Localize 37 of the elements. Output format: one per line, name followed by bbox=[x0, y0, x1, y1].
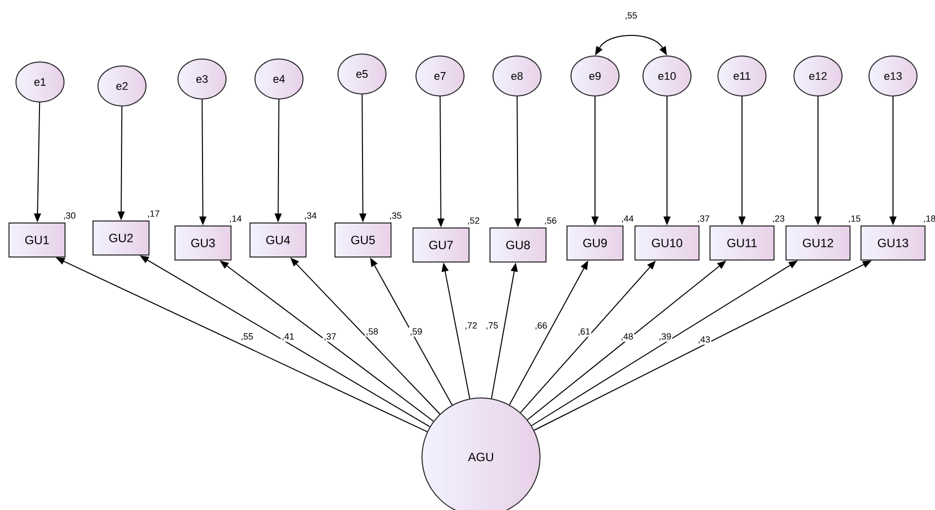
edge-label: ,43 bbox=[696, 335, 712, 345]
edge-label: ,61 bbox=[576, 327, 592, 337]
squared-correlation: ,34 bbox=[305, 212, 316, 220]
variable-box: GU12 bbox=[786, 226, 850, 260]
variable-box: GU13 bbox=[860, 226, 926, 260]
variable-box: GU4 bbox=[250, 222, 306, 258]
variable-box: GU10 bbox=[634, 226, 700, 260]
edge-label: ,41 bbox=[280, 332, 296, 342]
squared-correlation: ,56 bbox=[545, 217, 556, 225]
variable-box: GU9 bbox=[566, 226, 624, 260]
edge-label: ,55 bbox=[240, 332, 254, 342]
squared-correlation: ,15 bbox=[849, 215, 860, 223]
variable-box: GU5 bbox=[334, 222, 392, 258]
edge-label: ,39 bbox=[658, 332, 672, 342]
squared-correlation: ,23 bbox=[773, 215, 784, 223]
edge-label: ,59 bbox=[408, 327, 424, 337]
edge-label: ,72 bbox=[464, 321, 478, 331]
variable-box: GU1 bbox=[8, 222, 66, 258]
squared-correlation: ,17 bbox=[148, 210, 160, 218]
edge-label: ,75 bbox=[484, 321, 500, 331]
variable-box: GU3 bbox=[174, 226, 232, 260]
squared-correlation: ,52 bbox=[468, 217, 480, 225]
variable-box: GU2 bbox=[92, 220, 150, 256]
edge-label: ,37 bbox=[322, 332, 338, 342]
squared-correlation: ,44 bbox=[622, 215, 634, 223]
variable-box: GU8 bbox=[490, 227, 546, 262]
squared-correlation: ,18 bbox=[924, 215, 935, 223]
variable-box: GU11 bbox=[710, 226, 774, 260]
edge-label: ,66 bbox=[534, 321, 548, 331]
squared-correlation: ,14 bbox=[230, 215, 242, 223]
edge-label: ,48 bbox=[620, 332, 634, 342]
variable-box: GU7 bbox=[412, 227, 470, 262]
squared-correlation: ,37 bbox=[698, 215, 710, 223]
edge-label: ,58 bbox=[364, 327, 380, 337]
squared-correlation: ,30 bbox=[64, 212, 76, 220]
squared-correlation: ,35 bbox=[390, 212, 402, 220]
edge-label: ,55 bbox=[624, 11, 638, 21]
